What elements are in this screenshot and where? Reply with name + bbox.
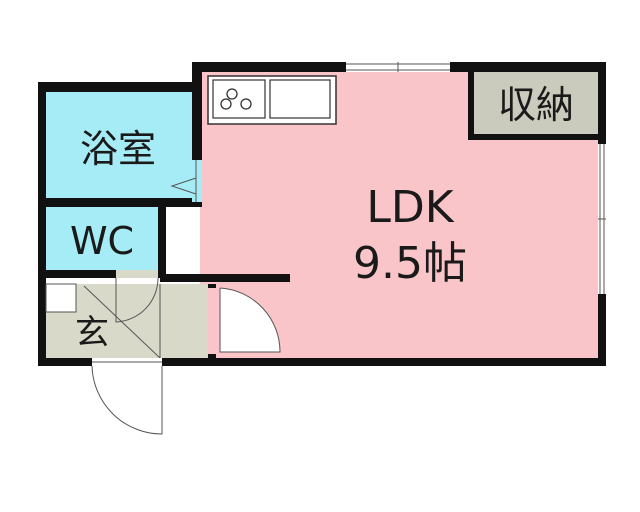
entrance-label: 玄 — [75, 313, 109, 353]
entrance-diagonal — [83, 285, 161, 359]
bath-label: 浴室 — [80, 127, 156, 171]
storage-label: 収納 — [498, 83, 574, 127]
bath-door — [170, 160, 202, 202]
storage-fill — [470, 72, 598, 134]
wc-fill — [46, 207, 160, 271]
front-door-swing — [91, 365, 163, 435]
kitchen-counter — [207, 75, 337, 125]
ldk-door-swing — [219, 287, 281, 353]
wc-door-swing — [115, 277, 159, 323]
bath-fill — [46, 92, 196, 200]
window-right — [598, 144, 606, 294]
wc-label: WC — [70, 219, 134, 263]
ldk-size-label: 9.5帖 — [353, 238, 467, 289]
window-top — [346, 62, 450, 72]
shoe-box — [45, 283, 77, 313]
wc-door — [116, 270, 158, 278]
ldk-door-gap — [208, 288, 216, 354]
ldk-label: LDK — [366, 182, 454, 233]
